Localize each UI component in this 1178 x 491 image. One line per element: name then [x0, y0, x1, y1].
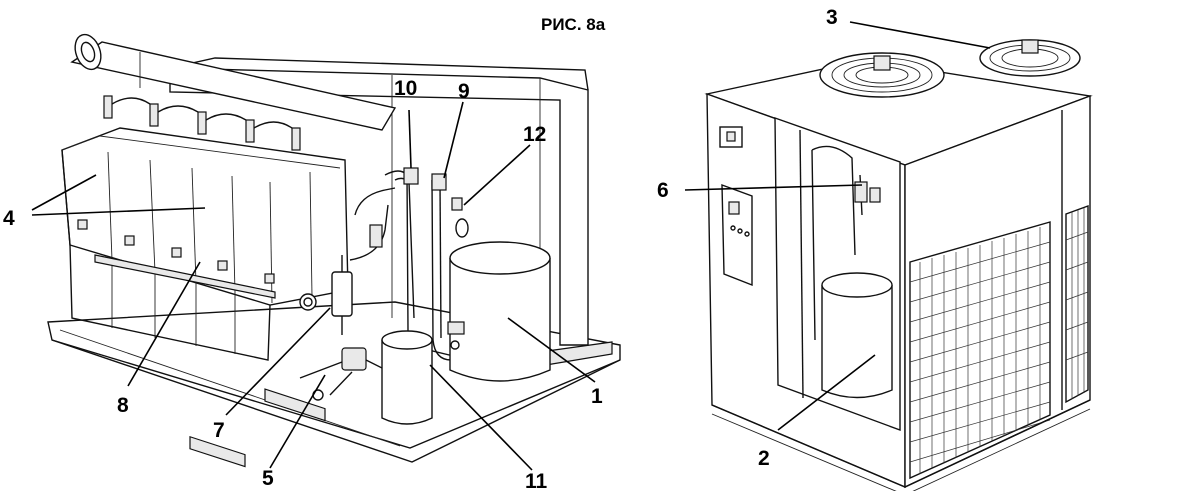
- figure-title: РИС. 8а: [541, 15, 606, 34]
- separator-vessel: [381, 330, 433, 425]
- leader-10: [408, 109, 412, 169]
- condenser-grille-left: [909, 221, 1051, 480]
- callout-3: 3: [826, 6, 838, 29]
- leader-4b: [31, 207, 206, 216]
- callout-7: 7: [213, 419, 225, 442]
- leader-4a: [31, 174, 97, 211]
- callout-5: 5: [262, 467, 274, 490]
- callout-1: 1: [591, 385, 603, 408]
- external-unit-drawing: [704, 39, 1093, 491]
- open-service-bay: [774, 117, 901, 432]
- callout-4: 4: [3, 207, 15, 230]
- internal-assembly-drawing: [47, 33, 621, 468]
- leader-3: [849, 21, 991, 49]
- filter-dryer: [331, 255, 353, 335]
- leader-5: [269, 374, 326, 469]
- leader-8: [127, 261, 201, 387]
- callout-numbers: 1 2 3 4 5 6 7 8 9 10 11 12: [3, 6, 838, 491]
- control-panel: [719, 126, 753, 287]
- compressor: [447, 241, 551, 382]
- callout-leaders: [31, 21, 991, 471]
- callout-10: 10: [394, 77, 417, 100]
- leader-12: [463, 144, 531, 206]
- leader-9: [443, 101, 464, 179]
- callout-12: 12: [523, 123, 546, 146]
- leader-7: [225, 307, 331, 416]
- leader-6: [684, 184, 863, 191]
- exchanger-modules: [61, 95, 349, 361]
- callout-2: 2: [758, 447, 770, 470]
- leader-1: [507, 317, 596, 383]
- callout-11: 11: [525, 470, 548, 491]
- leader-2: [777, 354, 876, 431]
- manifold-pipe: [70, 33, 397, 131]
- condenser-fan-1: [819, 52, 945, 98]
- callout-9: 9: [458, 80, 470, 103]
- callout-8: 8: [117, 394, 129, 417]
- callout-6: 6: [657, 179, 669, 202]
- condenser-fan-2: [979, 39, 1081, 77]
- condenser-grille-right: [1065, 205, 1089, 404]
- leader-11: [429, 364, 533, 471]
